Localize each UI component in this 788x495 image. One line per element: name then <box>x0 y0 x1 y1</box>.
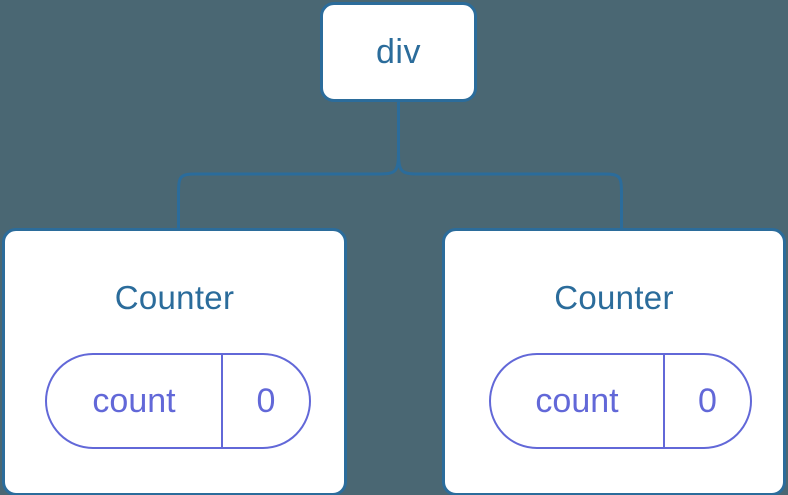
state-pill-count-2[interactable]: count 0 <box>489 353 752 449</box>
state-value-label: 0 <box>256 382 276 420</box>
state-key-label: count <box>47 355 223 447</box>
node-root-div[interactable]: div <box>320 2 477 102</box>
node-root-label: div <box>376 33 421 71</box>
connector-branch-right <box>397 151 623 230</box>
state-pill-count-1[interactable]: count 0 <box>45 353 311 449</box>
component-title: Counter <box>554 279 674 316</box>
connector-branch-left <box>177 151 400 230</box>
component-title: Counter <box>114 279 235 316</box>
state-value-label: 0 <box>698 382 717 420</box>
component-card-counter-2[interactable]: Counter count 0 <box>442 228 786 495</box>
state-key-label: count <box>491 355 665 447</box>
component-card-counter-1[interactable]: Counter count 0 <box>2 228 347 495</box>
